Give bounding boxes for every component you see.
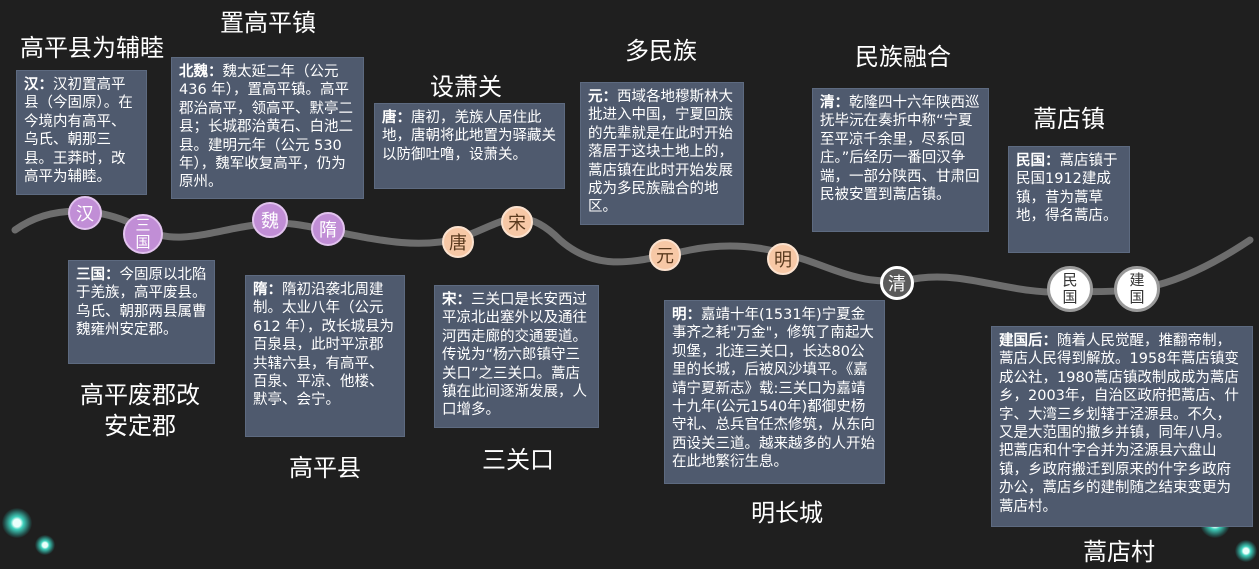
- node-sanguo-label-1: 三: [135, 215, 151, 234]
- box-song-label: 宋：: [442, 292, 471, 308]
- box-beiwei-text: 魏太延二年（公元 436 年），置高平镇。高平郡治高平，领高平、默亭二县；长城郡…: [179, 64, 353, 191]
- box-sui-label: 隋：: [253, 282, 282, 298]
- node-han-label: 汉: [76, 204, 94, 225]
- node-jianguo-label-1: 建: [1129, 270, 1145, 289]
- box-sanguo-label: 三国：: [76, 267, 120, 283]
- node-ming-label: 明: [774, 250, 792, 271]
- title-gaoping-xian: 高平县: [289, 454, 361, 482]
- title-hao-dian-cun: 蒿店村: [1083, 538, 1155, 566]
- box-sanguo-text: 今固原以北陷于羌族，高平废县。乌氏、朝那两县属曹魏雍州安定郡。: [76, 267, 207, 339]
- box-han-label: 汉：: [24, 77, 53, 93]
- box-yuan-label: 元：: [588, 89, 617, 105]
- box-han-text: 汉初置高平县（今固原）。在今境内有高平、乌氏、朝那三县。王莽时，改高平为辅睦。: [24, 77, 133, 186]
- node-han: 汉: [68, 196, 102, 230]
- node-jianguo-label-2: 国: [1129, 288, 1145, 306]
- glow-dot: [2, 508, 32, 538]
- title-she-xiao-guan: 设萧关: [430, 73, 502, 101]
- node-sanguo: 三 国: [123, 214, 163, 254]
- box-han: 汉：汉初置高平县（今固原）。在今境内有高平、乌氏、朝那三县。王莽时，改高平为辅睦…: [16, 70, 147, 195]
- box-jianguo: 建国后：随着人民觉醒，推翻帝制，蒿店人民得到解放。1958年蒿店镇变成公社，19…: [991, 326, 1253, 527]
- node-yuan-label: 元: [656, 246, 674, 267]
- title-feijun: 高平废郡改 安定郡: [80, 380, 200, 442]
- node-yuan: 元: [649, 239, 681, 271]
- title-ming-changcheng: 明长城: [751, 499, 823, 527]
- box-jianguo-label: 建国后：: [999, 333, 1057, 349]
- box-ming: 明：嘉靖十年(1531年)宁夏金事齐之耗"万金"，修筑了南起大坝堡，北连三关口，…: [664, 300, 885, 484]
- node-minguo-label-2: 国: [1062, 288, 1078, 306]
- node-minguo-label-1: 民: [1062, 270, 1078, 289]
- title-feijun-line2: 安定郡: [104, 412, 176, 441]
- box-tang-label: 唐：: [382, 110, 411, 126]
- node-sui-label: 隋: [319, 220, 337, 241]
- title-gaoping-fuzhi: 高平县为辅睦: [20, 34, 164, 62]
- box-yuan: 元：西域各地穆斯林大批进入中国，宁夏回族的先辈就是在此时开始落居于这块土地上的，…: [580, 82, 744, 225]
- node-qing: 清: [880, 266, 914, 300]
- box-qing: 清：乾隆四十六年陕西巡抚毕沅在奏折中称“宁夏至平凉千余里，尽系回庄。”后经历一番…: [812, 88, 989, 232]
- box-tang: 唐：唐初，羌族人居住此地，唐朝将此地置为驿藏关以防御吐噜，设萧关。: [374, 103, 565, 189]
- node-tang: 唐: [442, 226, 474, 258]
- node-sui: 隋: [311, 212, 345, 246]
- glow-dot: [1235, 540, 1257, 562]
- node-qing-label: 清: [888, 274, 906, 295]
- title-hao-dian-zhen: 蒿店镇: [1033, 105, 1105, 133]
- box-tang-text: 唐初，羌族人居住此地，唐朝将此地置为驿藏关以防御吐噜，设萧关。: [382, 110, 556, 163]
- box-song: 宋：三关口是长安西过平凉北出塞外以及通往河西走廊的交通要道。传说为“杨六郎镇守三…: [434, 285, 599, 428]
- node-minguo: 民 国: [1047, 266, 1093, 312]
- title-duo-minzu: 多民族: [625, 37, 697, 65]
- box-jianguo-text: 随着人民觉醒，推翻帝制，蒿店人民得到解放。1958年蒿店镇变成公社，1980蒿店…: [999, 333, 1239, 515]
- box-minguo-label: 民国：: [1016, 153, 1060, 169]
- title-san-guan-kou: 三关口: [482, 446, 554, 474]
- box-beiwei-label: 北魏：: [179, 64, 223, 80]
- box-minguo-text: 蒿店镇于民国1912建成镇，昔为蒿草地，得名蒿店。: [1016, 153, 1118, 225]
- node-ming: 明: [767, 243, 799, 275]
- box-qing-text: 乾隆四十六年陕西巡抚毕沅在奏折中称“宁夏至平凉千余里，尽系回庄。”后经历一番回汉…: [820, 95, 980, 204]
- title-minzu-ronghe: 民族融合: [855, 43, 951, 71]
- glow-dot: [35, 535, 55, 555]
- node-sanguo-label-2: 国: [135, 233, 151, 251]
- box-ming-label: 明：: [672, 307, 701, 323]
- title-feijun-line1: 高平废郡改: [80, 381, 200, 409]
- node-song-label: 宋: [508, 213, 526, 234]
- box-sanguo: 三国：今固原以北陷于羌族，高平废县。乌氏、朝那两县属曹魏雍州安定郡。: [68, 260, 215, 364]
- box-ming-text: 嘉靖十年(1531年)宁夏金事齐之耗"万金"，修筑了南起大坝堡，北连三关口，长达…: [672, 307, 875, 471]
- box-sui: 隋：隋初沿袭北周建制。太业八年（公元 612 年），改长城县为百泉县，此时平凉郡…: [245, 275, 405, 437]
- node-song: 宋: [501, 206, 533, 238]
- box-song-text: 三关口是长安西过平凉北出塞外以及通往河西走廊的交通要道。传说为“杨六郎镇守三关口…: [442, 292, 587, 419]
- node-wei: 魏: [252, 202, 288, 238]
- box-sui-text: 隋初沿袭北周建制。太业八年（公元 612 年），改长城县为百泉县，此时平凉郡共辖…: [253, 282, 395, 409]
- box-yuan-text: 西域各地穆斯林大批进入中国，宁夏回族的先辈就是在此时开始落居于这块土地上的，蒿店…: [588, 89, 733, 216]
- box-minguo: 民国：蒿店镇于民国1912建成镇，昔为蒿草地，得名蒿店。: [1008, 146, 1130, 253]
- node-jianguo: 建 国: [1114, 266, 1160, 312]
- node-tang-label: 唐: [449, 233, 467, 254]
- box-qing-label: 清：: [820, 95, 849, 111]
- title-zhi-gaoping-zhen: 置高平镇: [220, 9, 316, 37]
- node-wei-label: 魏: [261, 211, 279, 232]
- box-beiwei: 北魏：魏太延二年（公元 436 年），置高平镇。高平郡治高平，领高平、默亭二县；…: [171, 57, 364, 199]
